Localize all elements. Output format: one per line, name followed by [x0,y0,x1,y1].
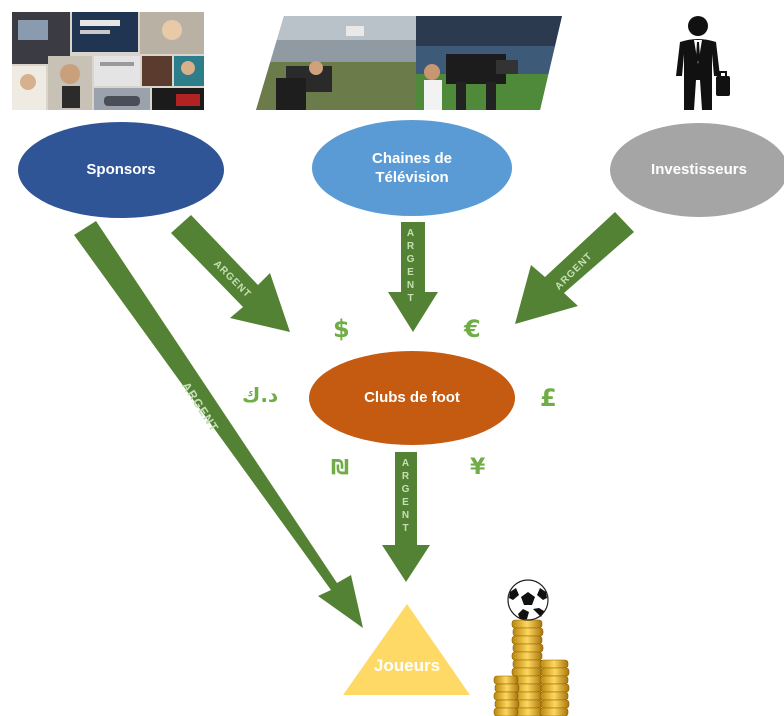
clubs-text: Clubs de foot [364,389,460,407]
players-text: Joueurs [373,655,441,675]
node-sponsors-shape [18,122,224,218]
sponsors-text: Sponsors [86,161,156,179]
arrow-television-to-clubs [388,222,438,332]
node-television-label: Chaines de Télévision [312,144,512,192]
node-investors-label: Investisseurs [610,150,784,190]
arrow-label-television-clubs: ARGENT [405,228,416,306]
currency-euro: € [464,315,481,343]
arrow-investors-to-clubs [515,212,634,324]
arrow-clubs-to-players [382,452,430,582]
investors-text: Investisseurs [651,161,747,179]
arrow-sponsors-to-clubs [171,215,290,332]
node-clubs-shape [309,351,515,445]
currency-yen: ¥ [470,455,486,480]
currency-shekel: ₪ [331,455,350,479]
stadium-camera-photo [256,16,562,110]
television-text-line1: Chaines de [371,149,453,167]
node-players-label: Joueurs [343,648,471,684]
node-investors-shape [610,123,784,217]
currency-pound: £ [540,384,557,412]
currency-dollar: $ [333,315,350,343]
arrow-label-clubs-players: ARGENT [400,458,411,536]
coin-stack-football-icon [492,578,572,716]
node-players-shape [343,604,470,695]
node-television-shape [312,120,512,216]
node-clubs-label: Clubs de foot [309,378,515,418]
currency-dinar: د.ك [242,383,279,407]
television-text-line2: Télévision [375,169,449,186]
node-sponsors-label: Sponsors [18,150,224,190]
arrow-sponsors-to-players [74,221,363,628]
sponsor-collage-photo [12,12,204,110]
businessman-icon [672,14,732,114]
